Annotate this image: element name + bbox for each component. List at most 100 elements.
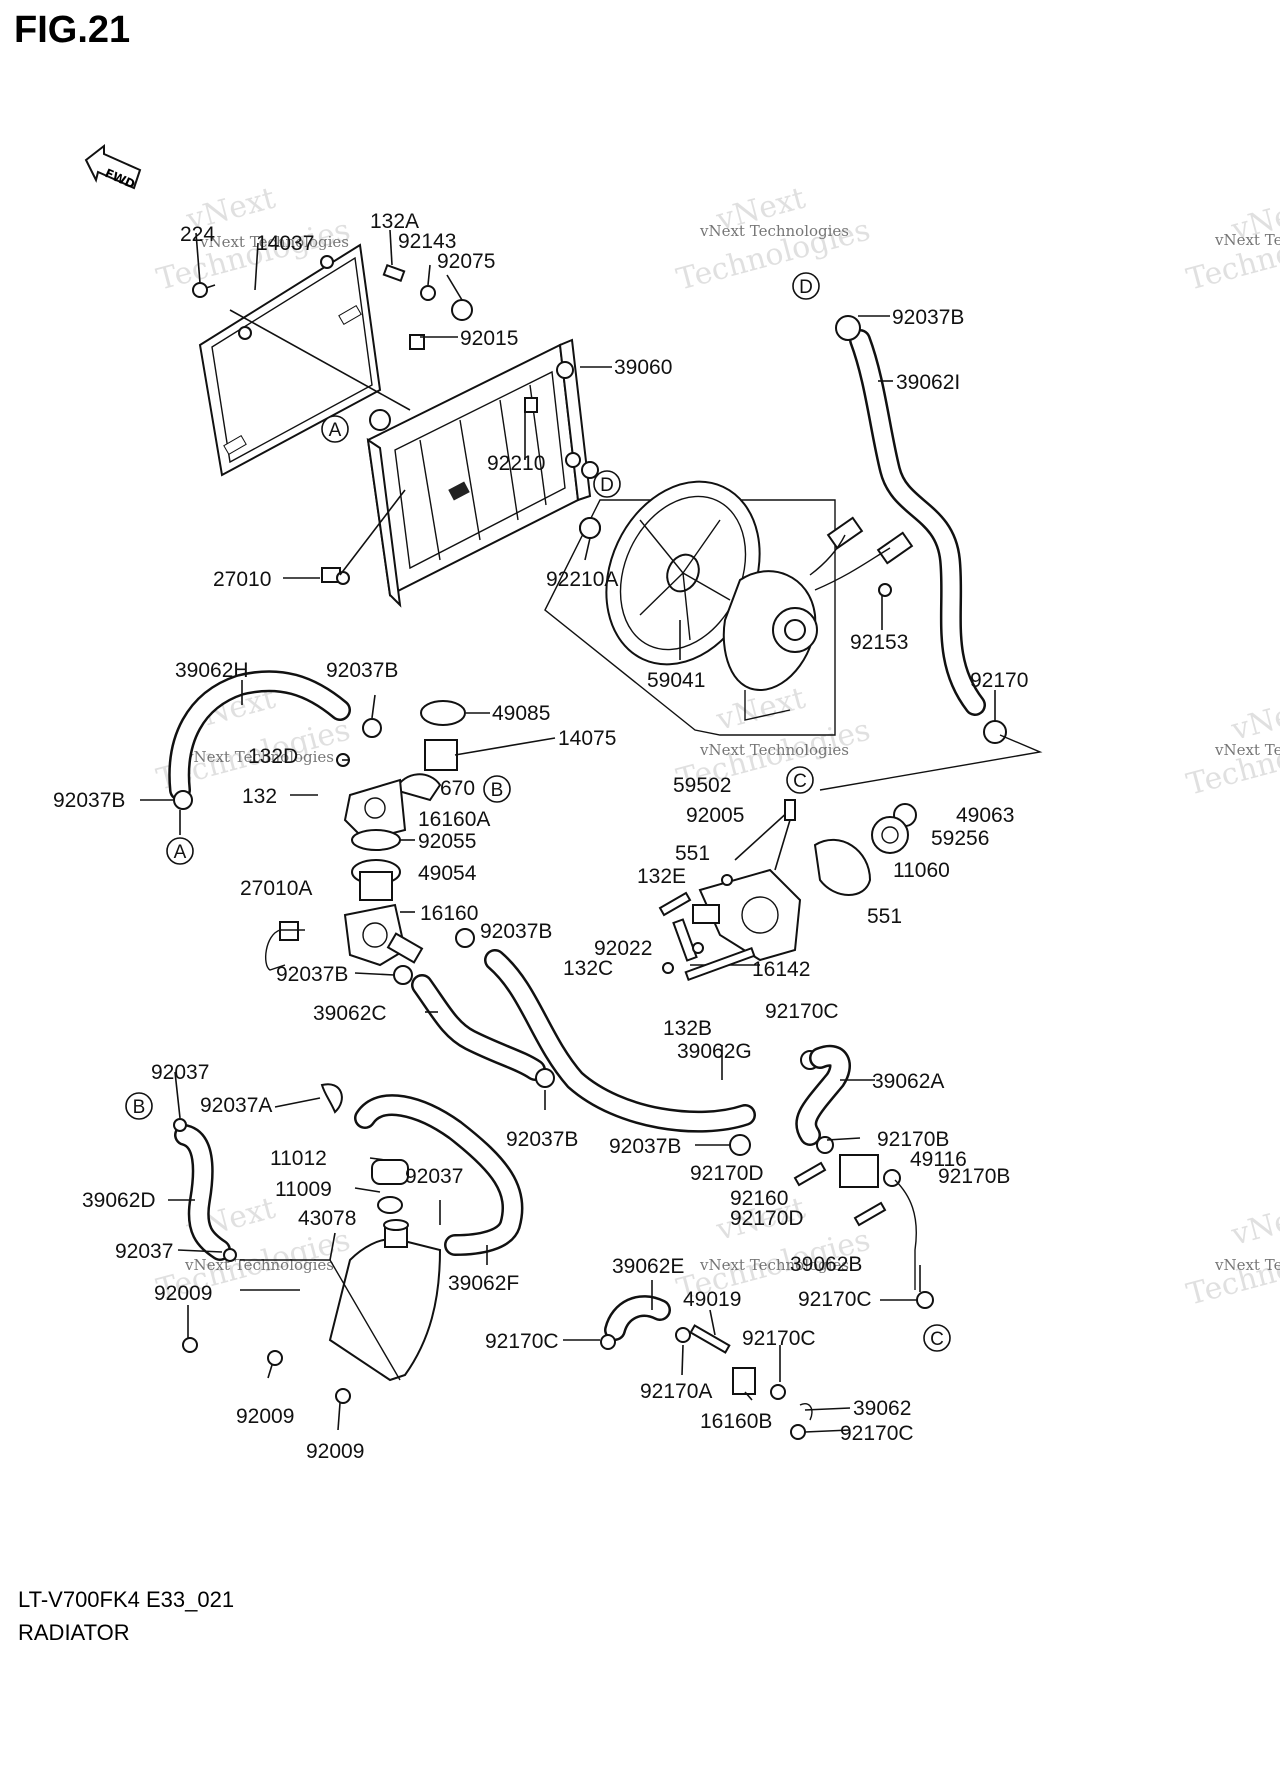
part-label: 11012: [270, 1147, 327, 1170]
part-label: 92037B: [506, 1128, 578, 1151]
part-label: 49019: [683, 1288, 741, 1311]
part-label: 132A: [370, 210, 419, 233]
section-name: RADIATOR: [18, 1620, 130, 1645]
part-label: 92055: [418, 830, 476, 853]
radiator-core: [366, 338, 599, 608]
part-label: 92170C: [485, 1330, 559, 1353]
part-labels: 224 14037 132A 92143 92075 92015 39060 9…: [53, 210, 1028, 1463]
part-label: 27010: [213, 568, 271, 591]
part-label: 92037B: [480, 920, 552, 943]
part-label: 11009: [275, 1178, 332, 1201]
part-label: 39062H: [175, 659, 249, 682]
part-label: 92170C: [765, 1000, 839, 1023]
part-label: 16160A: [418, 808, 490, 831]
part-label: 27010A: [240, 877, 312, 900]
part-label: 92153: [850, 631, 908, 654]
svg-text:vNext Technologies: vNext Technologies: [699, 741, 849, 759]
figure-title: FIG.21: [14, 9, 130, 51]
part-label: 92210: [487, 452, 545, 475]
part-label: 92037B: [609, 1135, 681, 1158]
part-label: 92015: [460, 327, 518, 350]
part-label: 49085: [492, 702, 550, 725]
part-label: 92037: [405, 1165, 463, 1188]
part-label: 59502: [673, 774, 731, 797]
part-label: 43078: [298, 1207, 356, 1230]
part-label: 14037: [256, 232, 314, 255]
part-label: 59256: [931, 827, 989, 850]
part-label: 39060: [614, 356, 672, 379]
svg-text:vNext Technologies: vNext Technologies: [1214, 1256, 1280, 1274]
radiator-screen: [198, 243, 411, 477]
svg-text:vNext: vNext: [1227, 691, 1280, 748]
part-label: 14075: [558, 727, 616, 750]
svg-text:D: D: [799, 277, 813, 298]
water-pump: [672, 809, 802, 966]
part-label: 59041: [647, 669, 705, 692]
part-label: 49054: [418, 862, 477, 885]
svg-text:vNext Technologies: vNext Technologies: [1214, 231, 1280, 249]
svg-text:B: B: [133, 1097, 146, 1118]
svg-text:vNext Technologies: vNext Technologies: [184, 1256, 334, 1274]
part-label: 92037A: [200, 1094, 272, 1117]
part-label: 92143: [398, 230, 456, 253]
clamp-92170: [983, 720, 1007, 744]
part-label: 92009: [236, 1405, 294, 1428]
callout-d-1: D: [593, 470, 621, 498]
air-bleed-bolt: [774, 799, 796, 871]
svg-text:A: A: [329, 420, 342, 441]
part-label: 49116: [910, 1148, 967, 1171]
svg-text:B: B: [491, 780, 504, 801]
part-label: 92037B: [892, 306, 964, 329]
clamp-92037B-top: [835, 315, 861, 341]
svg-text:C: C: [930, 1329, 944, 1350]
part-label: 16160: [420, 902, 478, 925]
part-label: 39062I: [896, 371, 960, 394]
part-label: 39062D: [82, 1189, 156, 1212]
part-label: 132E: [637, 865, 686, 888]
part-label: 92170C: [798, 1288, 872, 1311]
part-label: 49063: [956, 804, 1014, 827]
part-label: 39062E: [612, 1255, 684, 1278]
callout-b-1: B: [483, 775, 511, 803]
part-label: 92170A: [640, 1380, 712, 1403]
part-label: 39062G: [677, 1040, 752, 1063]
callout-d-2: D: [792, 272, 820, 300]
callout-b-2: B: [125, 1092, 153, 1120]
part-label: 11060: [893, 859, 950, 882]
part-label: 92170C: [840, 1422, 914, 1445]
temperature-sensor: [264, 921, 299, 971]
part-label: 92037B: [326, 659, 398, 682]
reservoir-tank: [240, 1159, 442, 1382]
part-label: 224: [180, 223, 215, 246]
svg-text:vNext Technologies: vNext Technologies: [699, 222, 849, 240]
part-label: 92170C: [742, 1327, 816, 1350]
bypass-hoses: [793, 1044, 934, 1309]
part-label: 132B: [663, 1017, 712, 1040]
part-label: 92170D: [690, 1162, 764, 1185]
part-label: 92005: [686, 804, 744, 827]
part-label: 39062A: [872, 1070, 944, 1093]
part-label: 551: [867, 905, 902, 928]
fan-switch: [321, 489, 406, 585]
part-label: 92170D: [730, 1207, 804, 1230]
part-label: 39062F: [448, 1272, 519, 1295]
part-label: 92037: [115, 1240, 173, 1263]
small-hoses-lower: [600, 1295, 813, 1440]
part-label: 551: [675, 842, 710, 865]
part-label: 92075: [437, 250, 495, 273]
part-label: 16160B: [700, 1410, 772, 1433]
fan-motor: [722, 516, 914, 721]
thermostat-housing: [343, 903, 424, 967]
part-label: 92022: [594, 937, 652, 960]
part-label: 92037B: [53, 789, 125, 812]
callout-a-1: A: [321, 415, 349, 443]
part-label: 16142: [752, 958, 810, 981]
svg-text:vNext Technologies: vNext Technologies: [184, 748, 334, 766]
part-label: 92170: [970, 669, 1028, 692]
part-label: 670: [440, 777, 475, 800]
water-pump-cover: [813, 803, 917, 896]
part-label: 132C: [563, 957, 613, 980]
svg-text:vNext Technologies: vNext Technologies: [1214, 741, 1280, 759]
part-label: 39062C: [313, 1002, 387, 1025]
